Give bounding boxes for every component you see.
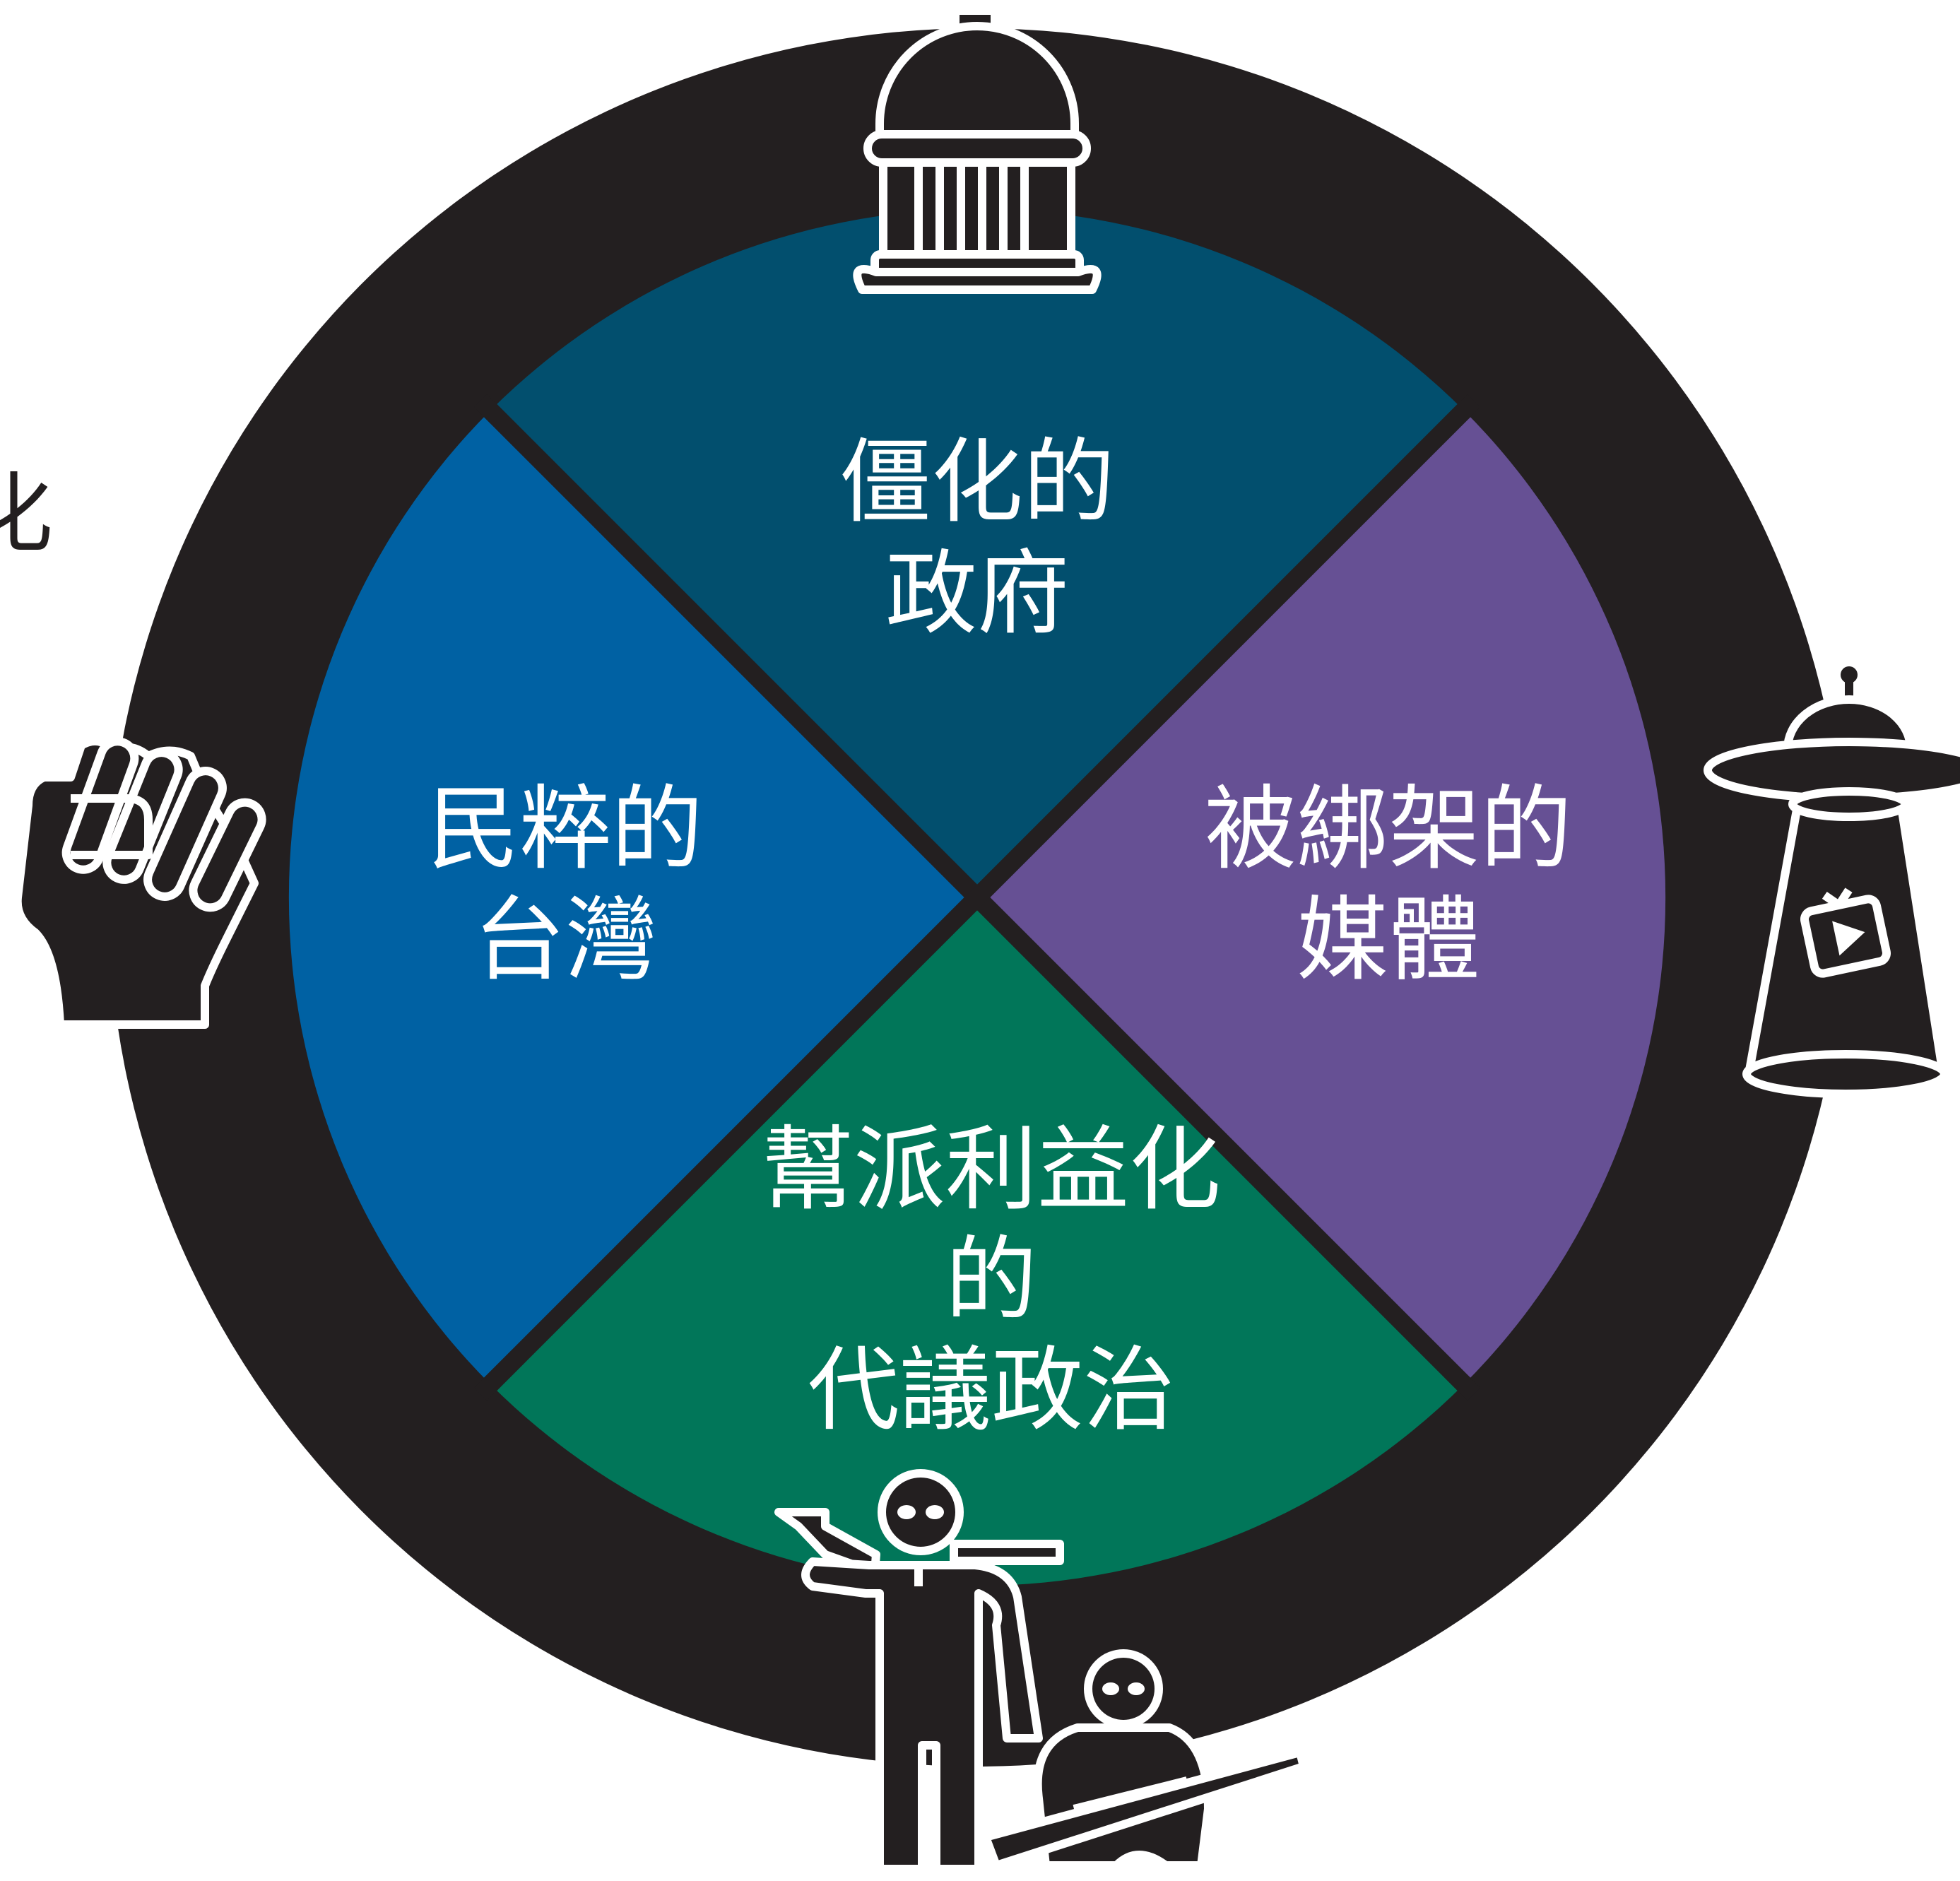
bottom-label-line1: 幫派利益化 bbox=[762, 1116, 1221, 1223]
right-label-line1: 被綁架的 bbox=[1205, 775, 1572, 883]
edge-text-fragment: 化 bbox=[0, 463, 53, 565]
raised-fist-icon bbox=[13, 736, 266, 1029]
divider-diagonal-2 bbox=[473, 394, 1481, 1401]
left-label-line2: 台灣 bbox=[473, 886, 657, 993]
left-label-line1: 民粹的 bbox=[427, 775, 703, 883]
quadrant-top bbox=[490, 208, 1464, 897]
quadrant-left bbox=[288, 411, 977, 1384]
quadrant-right bbox=[977, 411, 1666, 1384]
gangsters-with-weapons-icon bbox=[774, 1469, 1308, 1873]
top-label-line1: 僵化的 bbox=[839, 428, 1115, 536]
bottom-label-line2: 的 bbox=[945, 1226, 1037, 1333]
top-label-line2: 政府 bbox=[885, 540, 1069, 647]
government-building-icon bbox=[853, 6, 1102, 294]
bottom-label-line3: 代議政治 bbox=[808, 1336, 1175, 1444]
quadrant-bottom bbox=[490, 897, 1464, 1586]
right-label-line2: 媒體 bbox=[1297, 886, 1480, 993]
ufo-abducting-tv-icon bbox=[1704, 666, 1960, 1098]
